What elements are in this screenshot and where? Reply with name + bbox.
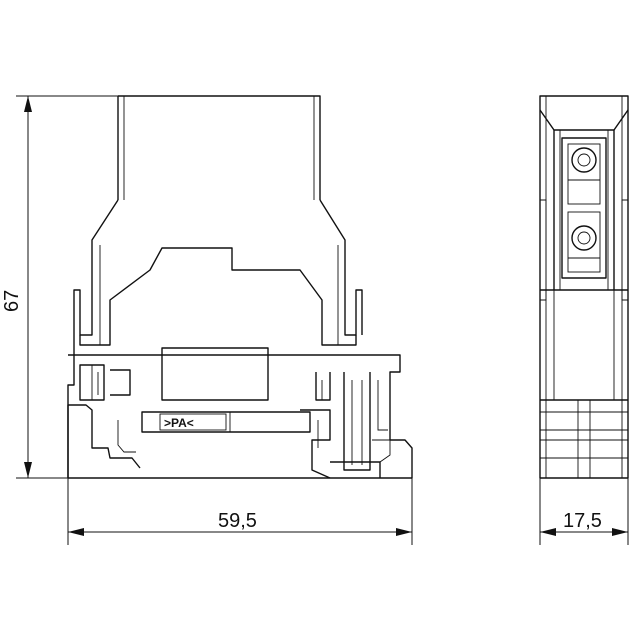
dimension-width-front: 59,5 bbox=[67, 478, 413, 545]
label-window bbox=[161, 347, 269, 401]
dimension-height: 67 bbox=[1, 95, 118, 479]
port-upper-icon bbox=[571, 147, 597, 173]
width-front-label: 59,5 bbox=[218, 510, 257, 532]
width-side-label: 17,5 bbox=[563, 510, 602, 532]
height-label: 67 bbox=[1, 290, 23, 312]
marking-text: >PA< bbox=[164, 416, 194, 430]
dimension-width-side: 17,5 bbox=[539, 478, 629, 545]
front-view: >PA< bbox=[67, 95, 413, 479]
port-lower-icon bbox=[571, 225, 597, 251]
side-view bbox=[539, 95, 629, 479]
port-frame bbox=[561, 137, 607, 279]
